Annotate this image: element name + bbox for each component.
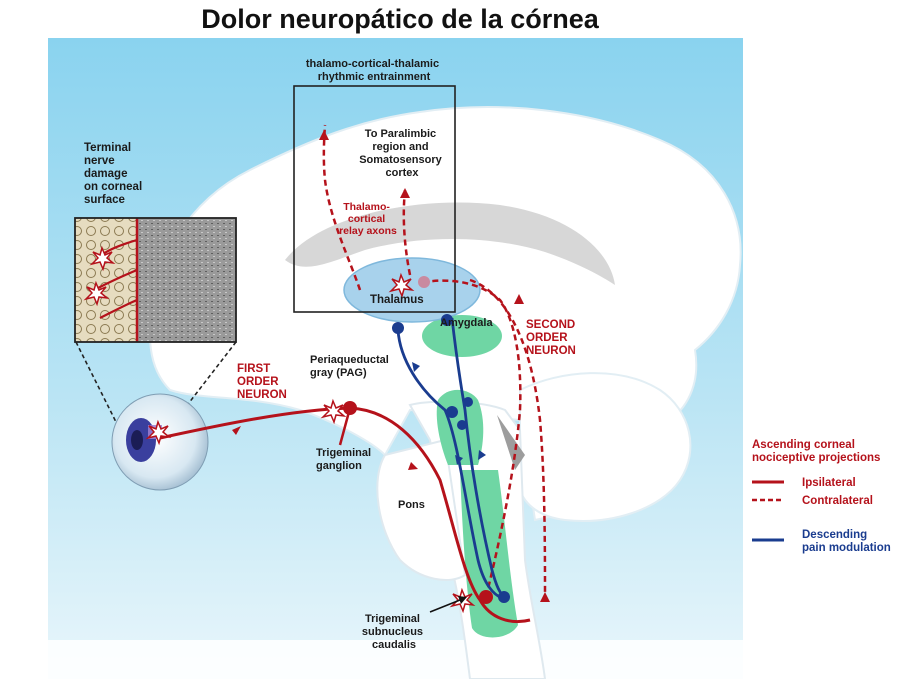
paralimbic-line-4: cortex: [385, 167, 419, 179]
terminal-damage-line-4: on corneal: [84, 181, 142, 193]
bottom-fade: [0, 640, 907, 679]
legend-descending-line-2: pain modulation: [802, 542, 891, 554]
trigeminal-ganglion-line-2: ganglion: [316, 460, 362, 472]
legend: Ascending corneal nociceptive projection…: [752, 439, 891, 554]
thalamus-relay-cell: [418, 276, 430, 288]
legend-ascending-line-1: Ascending corneal: [752, 439, 855, 451]
second-order-line-1: SECOND: [526, 319, 575, 331]
relay-axons-line-2: cortical: [348, 213, 385, 225]
subnucleus-line-3: caudalis: [372, 639, 416, 651]
legend-descending-line-1: Descending: [802, 529, 867, 541]
legend-ipsilateral-label: Ipsilateral: [802, 477, 856, 489]
trigeminal-ganglion-line-1: Trigeminal: [316, 447, 371, 459]
legend-descending-label: Descending pain modulation: [802, 529, 891, 554]
trigeminal-ganglion-cell: [343, 401, 357, 415]
thalamus-blue-cell: [392, 322, 404, 334]
corneal-inset: [75, 218, 236, 342]
thalamus-label: Thalamus: [370, 294, 424, 306]
first-order-line-3: NEURON: [237, 389, 287, 401]
second-order-line-3: NEURON: [526, 345, 576, 357]
legend-ascending-line-2: nociceptive projections: [752, 452, 880, 464]
caudalis-blue-cell: [498, 591, 510, 603]
first-order-line-2: ORDER: [237, 376, 279, 388]
pons-label: Pons: [398, 499, 425, 511]
amygdala-label: Amygdala: [440, 317, 493, 329]
terminal-damage-line-2: nerve: [84, 155, 115, 167]
entrainment-label-line-1: thalamo-cortical-thalamic: [306, 58, 439, 70]
entrainment-label: thalamo-cortical-thalamic rhythmic entra…: [306, 58, 442, 83]
paralimbic-line-1: To Paralimbic: [365, 128, 436, 140]
subnucleus-line-1: Trigeminal: [365, 613, 420, 625]
legend-contralateral-label: Contralateral: [802, 495, 873, 507]
first-order-line-1: FIRST: [237, 363, 270, 375]
second-order-label: SECOND ORDER NEURON: [526, 319, 578, 357]
terminal-damage-line-3: damage: [84, 168, 127, 180]
paralimbic-line-3: Somatosensory: [359, 154, 442, 166]
second-order-line-2: ORDER: [526, 332, 568, 344]
entrainment-label-line-2: rhythmic entrainment: [318, 71, 431, 83]
terminal-damage-line-1: Terminal: [84, 142, 131, 154]
paralimbic-line-2: region and: [372, 141, 428, 153]
pag-blue-cell-1: [446, 406, 458, 418]
relay-axons-line-3: relay axons: [339, 225, 397, 237]
legend-ascending-title: Ascending corneal nociceptive projection…: [752, 439, 880, 464]
terminal-damage-line-5: surface: [84, 194, 125, 206]
pag-blue-cell-2: [463, 397, 473, 407]
relay-axons-line-1: Thalamo-: [343, 201, 390, 213]
subnucleus-line-2: subnucleus: [362, 626, 423, 638]
pag-line-1: Periaqueductal: [310, 354, 389, 366]
pag-blue-cell-3: [457, 420, 467, 430]
pag-line-2: gray (PAG): [310, 367, 367, 379]
